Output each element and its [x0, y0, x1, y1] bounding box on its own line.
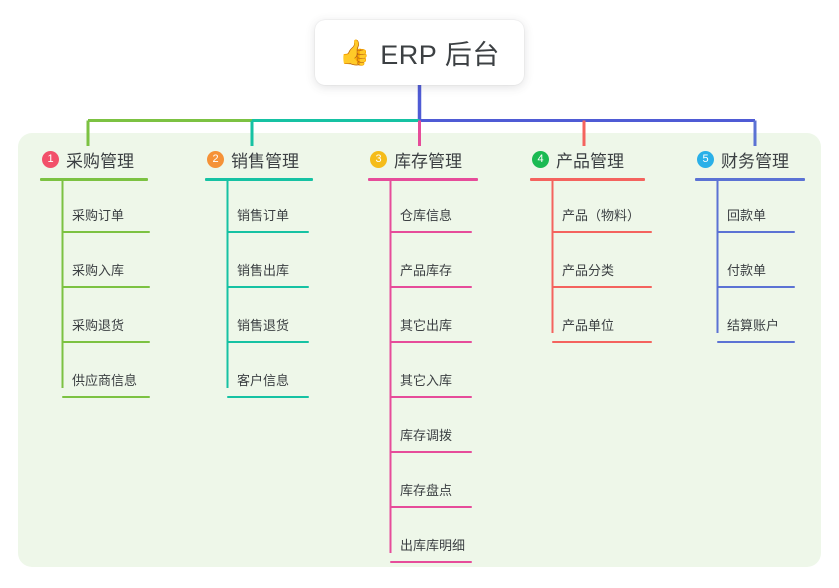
leaf-node[interactable]: 销售退货: [227, 316, 309, 356]
leaf-label: 其它出库: [400, 318, 453, 333]
leaf-node[interactable]: 库存盘点: [390, 481, 472, 521]
leaf-node[interactable]: 产品库存: [390, 261, 472, 301]
leaf-node[interactable]: 供应商信息: [62, 371, 150, 411]
leaf-underline: [552, 286, 652, 288]
leaf-list-3: 仓库信息产品库存其它出库其它入库库存调拨库存盘点出库库明细: [368, 181, 478, 566]
column-title-2: 销售管理: [231, 151, 299, 171]
column-header-4[interactable]: 4 产品管理: [530, 146, 645, 172]
leaf-node[interactable]: 销售出库: [227, 261, 309, 301]
leaf-label: 付款单: [727, 263, 767, 278]
column-underline-2: [205, 178, 313, 181]
column-underline-5: [695, 178, 805, 181]
leaf-label: 销售订单: [237, 208, 290, 223]
column-badge-4-icon: 4: [532, 150, 549, 168]
column-5: 5 财务管理回款单付款单结算账户: [695, 146, 805, 346]
leaf-node[interactable]: 采购订单: [62, 206, 150, 246]
column-underline-3: [368, 178, 478, 181]
leaf-label: 其它入库: [400, 373, 453, 388]
column-4: 4 产品管理产品（物料） 产品分类产品单位: [530, 146, 652, 346]
leaf-node[interactable]: 回款单: [717, 206, 795, 246]
leaf-list-4: 产品（物料） 产品分类产品单位: [530, 181, 652, 346]
leaf-label: 产品（物料）: [562, 208, 641, 223]
column-underline-1: [40, 178, 148, 181]
column-underline-4: [530, 178, 645, 181]
column-header-1[interactable]: 1 采购管理: [40, 146, 148, 172]
leaf-label: 采购入库: [72, 263, 125, 278]
leaf-label: 采购退货: [72, 318, 125, 333]
leaf-list-1: 采购订单采购入库采购退货供应商信息: [40, 181, 150, 401]
leaf-underline: [390, 341, 472, 343]
leaf-label: 仓库信息: [400, 208, 453, 223]
leaf-list-5: 回款单付款单结算账户: [695, 181, 805, 346]
leaf-underline: [227, 286, 309, 288]
leaf-label: 产品库存: [400, 263, 453, 278]
column-header-5[interactable]: 5 财务管理: [695, 146, 805, 172]
leaf-node[interactable]: 付款单: [717, 261, 795, 301]
column-title-5: 财务管理: [721, 151, 789, 171]
leaf-node[interactable]: 仓库信息: [390, 206, 472, 246]
leaf-node[interactable]: 产品（物料）: [552, 206, 652, 246]
leaf-underline: [390, 451, 472, 453]
leaf-underline: [62, 286, 150, 288]
leaf-label: 库存调拨: [400, 428, 453, 443]
leaf-node[interactable]: 其它出库: [390, 316, 472, 356]
leaf-node[interactable]: 其它入库: [390, 371, 472, 411]
column-header-3[interactable]: 3 库存管理: [368, 146, 478, 172]
leaf-node[interactable]: 采购退货: [62, 316, 150, 356]
diagram-panel: [18, 133, 821, 567]
column-badge-1-icon: 1: [42, 150, 59, 168]
leaf-underline: [227, 396, 309, 398]
column-header-2[interactable]: 2 销售管理: [205, 146, 313, 172]
thumbs-up-icon: 👍: [339, 38, 371, 67]
leaf-underline: [62, 341, 150, 343]
leaf-node[interactable]: 销售订单: [227, 206, 309, 246]
column-badge-5-icon: 5: [697, 150, 714, 168]
leaf-node[interactable]: 产品分类: [552, 261, 652, 301]
column-badge-3-icon: 3: [370, 150, 387, 168]
leaf-underline: [390, 231, 472, 233]
leaf-label: 库存盘点: [400, 483, 453, 498]
leaf-node[interactable]: 结算账户: [717, 316, 795, 356]
leaf-node[interactable]: 库存调拨: [390, 426, 472, 466]
leaf-label: 产品单位: [562, 318, 615, 333]
leaf-underline: [552, 341, 652, 343]
leaf-underline: [390, 286, 472, 288]
leaf-label: 回款单: [727, 208, 767, 223]
column-1: 1 采购管理采购订单采购入库采购退货供应商信息: [40, 146, 150, 401]
leaf-label: 出库库明细: [400, 538, 466, 553]
root-node[interactable]: 👍 ERP 后台: [315, 20, 524, 85]
leaf-node[interactable]: 出库库明细: [390, 536, 472, 576]
leaf-underline: [62, 396, 150, 398]
column-3: 3 库存管理仓库信息产品库存其它出库其它入库库存调拨库存盘点出库库明细: [368, 146, 478, 566]
leaf-label: 供应商信息: [72, 373, 138, 388]
leaf-list-2: 销售订单销售出库销售退货客户信息: [205, 181, 313, 401]
leaf-label: 结算账户: [727, 318, 780, 333]
leaf-label: 产品分类: [562, 263, 615, 278]
leaf-underline: [552, 231, 652, 233]
leaf-underline: [227, 231, 309, 233]
column-2: 2 销售管理销售订单销售出库销售退货客户信息: [205, 146, 313, 401]
leaf-label: 客户信息: [237, 373, 290, 388]
leaf-underline: [717, 286, 795, 288]
leaf-underline: [227, 341, 309, 343]
column-title-3: 库存管理: [394, 151, 462, 171]
leaf-label: 采购订单: [72, 208, 125, 223]
leaf-underline: [390, 506, 472, 508]
column-title-1: 采购管理: [66, 151, 134, 171]
leaf-underline: [717, 231, 795, 233]
leaf-underline: [390, 396, 472, 398]
leaf-underline: [390, 561, 472, 563]
leaf-label: 销售退货: [237, 318, 290, 333]
leaf-underline: [62, 231, 150, 233]
column-title-4: 产品管理: [556, 151, 624, 171]
column-badge-2-icon: 2: [207, 150, 224, 168]
leaf-label: 销售出库: [237, 263, 290, 278]
leaf-underline: [717, 341, 795, 343]
root-title: ERP 后台: [380, 40, 500, 70]
leaf-node[interactable]: 采购入库: [62, 261, 150, 301]
leaf-node[interactable]: 产品单位: [552, 316, 652, 356]
leaf-node[interactable]: 客户信息: [227, 371, 309, 411]
